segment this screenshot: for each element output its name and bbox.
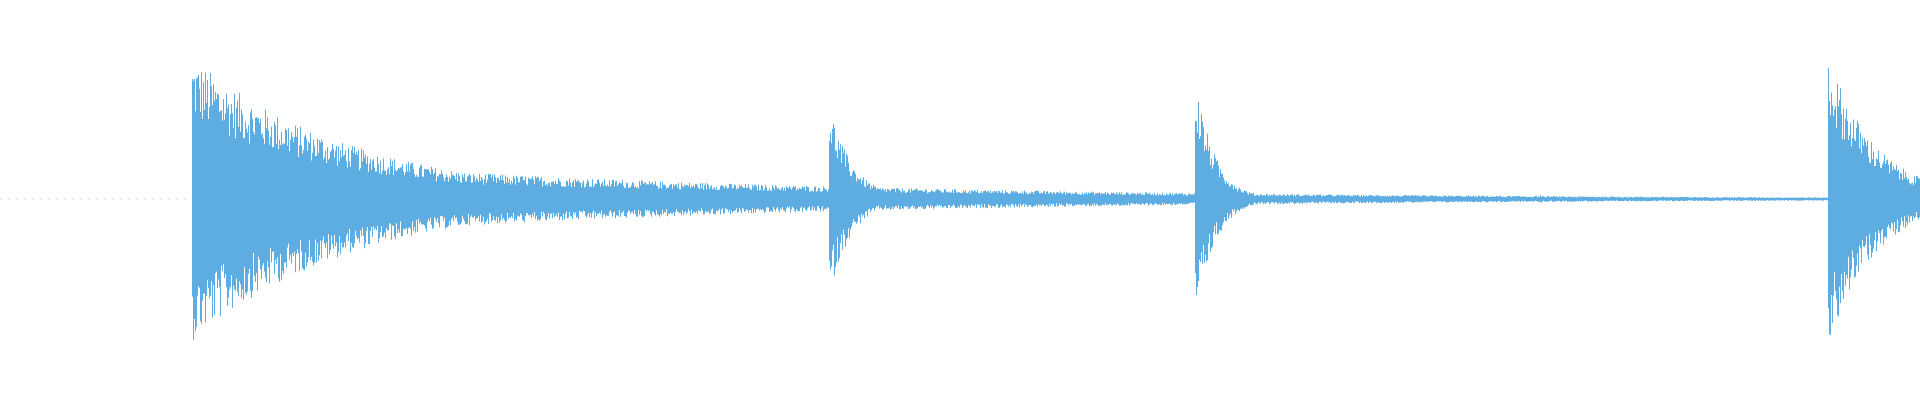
waveform-samples [192, 68, 1920, 340]
waveform-path [192, 68, 1920, 340]
